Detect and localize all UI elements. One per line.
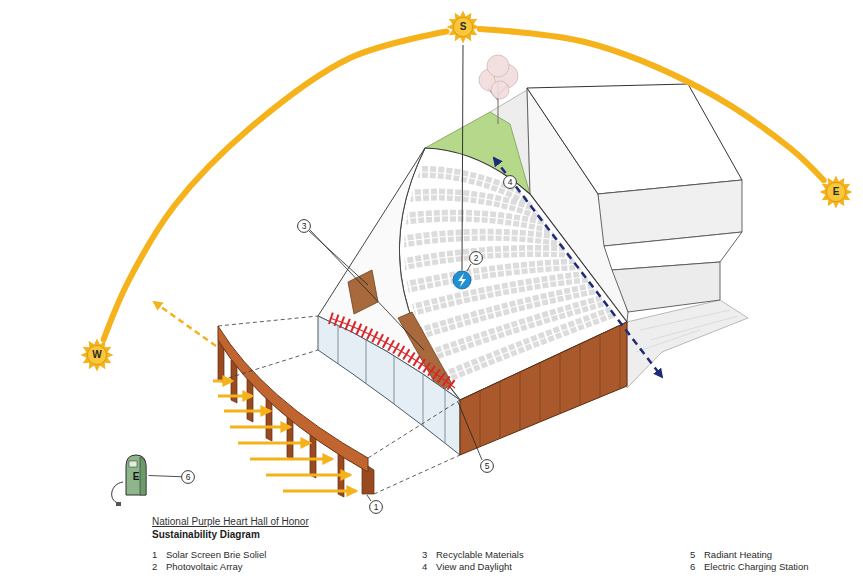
diagram-caption: Sustainability Diagram: [152, 529, 260, 541]
sun-ray: [218, 395, 252, 398]
view-axis-arrow: [494, 158, 662, 377]
callout-circle: [370, 501, 383, 514]
connectors: [104, 29, 824, 477]
radiant-heating-coil: [330, 318, 455, 388]
pv-row-split: [403, 264, 583, 288]
node-text: 5: [485, 462, 490, 471]
node-text: 4: [508, 178, 513, 187]
callout-circle: [182, 471, 195, 484]
leader-line: [149, 476, 181, 477]
station-body: [126, 455, 146, 495]
building-roof: [604, 232, 742, 270]
station-side: [140, 457, 146, 495]
legend-number: 2: [152, 561, 157, 573]
glass-wall: [318, 316, 460, 455]
tree-trunk: [488, 82, 509, 124]
callout-number: 6: [181, 470, 195, 484]
pv-row: [402, 216, 557, 229]
radiant-heating-pipe: [330, 318, 455, 388]
sun-path-arc: [104, 31, 447, 339]
sun-disc: [87, 345, 106, 364]
callout-circle: [504, 176, 517, 189]
callout-number: 2: [469, 251, 483, 265]
sun-disc: [453, 17, 472, 36]
node-text: 6: [186, 473, 191, 482]
projection-lines: [218, 316, 460, 494]
legend-number: 1: [152, 549, 157, 561]
sun-ray: [283, 490, 356, 493]
sun-disc: [826, 182, 845, 201]
pv-row-split: [402, 216, 557, 229]
callout-number: 3: [297, 219, 311, 233]
paving: [627, 300, 748, 388]
sun-ray: [266, 474, 350, 477]
sun-rays: [213, 381, 356, 491]
pv-row-split: [407, 195, 548, 217]
wood-wall: [460, 322, 627, 455]
sun-path-arc: [480, 29, 824, 180]
pv-row: [400, 235, 565, 242]
reflected-ray: [154, 302, 216, 346]
legend-text: View and Daylight: [436, 561, 512, 573]
sun-ray: [230, 426, 290, 429]
callout-circle: [470, 252, 483, 265]
pv-row-split: [409, 276, 592, 311]
power-icon: [453, 271, 471, 289]
legend-text: Electric Charging Station: [704, 561, 809, 573]
sun-rays: [820, 176, 853, 209]
sun-ray: [224, 410, 270, 413]
node-text: E: [133, 472, 140, 482]
paving-joints: [636, 310, 738, 352]
callout-number: 4: [503, 175, 517, 189]
legend-number: 4: [422, 561, 427, 573]
tree-canopy: [479, 55, 518, 99]
building-wall: [612, 262, 720, 312]
node-text: 2: [474, 254, 479, 263]
node-text: E: [833, 187, 840, 197]
sun-line: [462, 45, 463, 270]
charging-cord: [112, 482, 123, 503]
sun-symbol: S: [446, 10, 480, 44]
legend-text: Photovoltaic Array: [166, 561, 243, 573]
node-text: 3: [302, 222, 307, 231]
callout-circle: [298, 220, 311, 233]
pv-row-split: [400, 251, 574, 265]
charging-plug: [116, 502, 121, 506]
callout-circle: [481, 460, 494, 473]
diagram-title: National Purple Heart Hall of Honor: [152, 516, 309, 528]
building-roof: [527, 84, 742, 194]
tree-canopy: [491, 81, 509, 99]
sun-symbol: W: [80, 338, 114, 372]
solar-screen: [218, 326, 368, 472]
legend-text: Radiant Heating: [704, 549, 772, 561]
legend-number: 3: [422, 549, 427, 561]
wood-boards: [480, 325, 620, 447]
charging-station: E: [123, 453, 149, 497]
sun-rays: [81, 339, 114, 372]
legend-number: 5: [690, 549, 695, 561]
sun-ray: [250, 458, 332, 461]
node-text: W: [92, 350, 101, 360]
node-text: S: [460, 22, 467, 32]
leader-lines: [309, 230, 482, 501]
legend-text: Solar Screen Brie Soliel: [166, 549, 266, 561]
legend-text: Recyclable Materials: [436, 549, 524, 561]
sun-rays: [447, 11, 480, 44]
pv-row-split: [400, 235, 565, 242]
sun-ray: [238, 442, 310, 445]
wood-panel: [348, 270, 378, 314]
legend-number: 6: [690, 561, 695, 573]
sun-ray: [213, 380, 232, 383]
tree-canopy: [487, 55, 509, 77]
callout-number: 1: [369, 500, 383, 514]
node-text: 1: [374, 503, 379, 512]
station-screen: [129, 461, 137, 467]
sun-symbol: E: [819, 175, 853, 209]
callout-number: 5: [480, 459, 494, 473]
lightning-bolt: [458, 273, 466, 287]
